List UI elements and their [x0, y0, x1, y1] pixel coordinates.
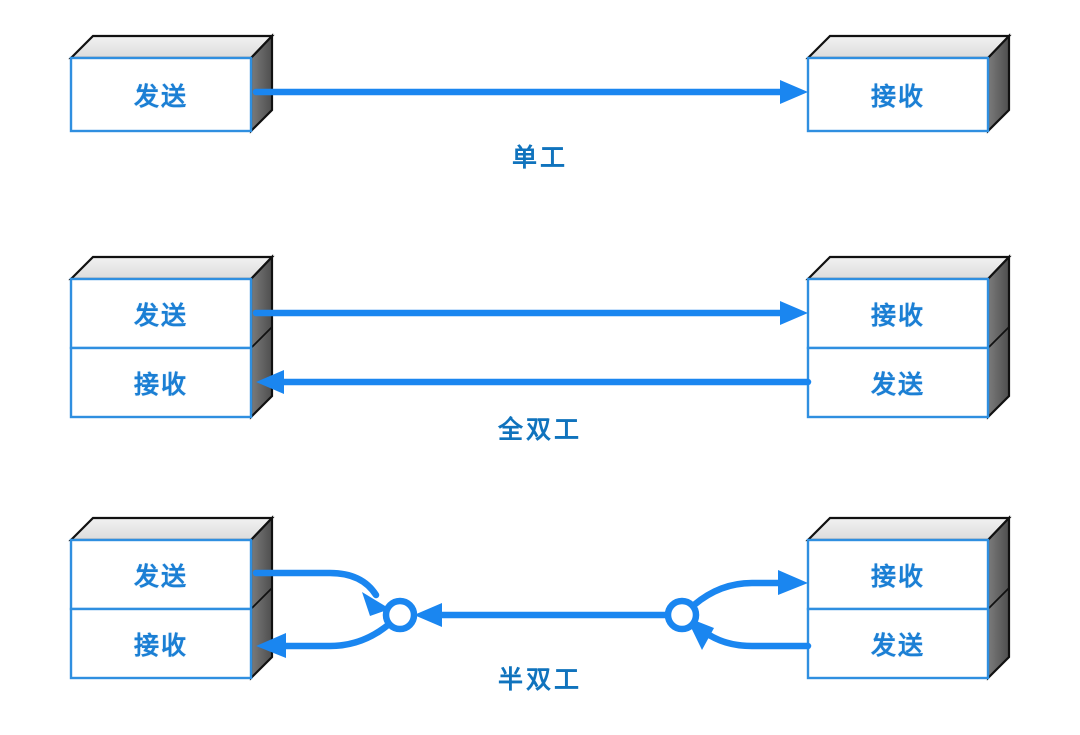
left-junction-circle-icon	[382, 597, 418, 633]
box-top-face	[68, 34, 275, 60]
box-top-face	[68, 516, 275, 542]
half-duplex-left-box	[68, 515, 275, 681]
box-top-face	[805, 516, 1012, 542]
box-side-divider	[250, 326, 273, 349]
box-side-divider	[987, 326, 1010, 349]
simplex-caption: 单工	[511, 143, 568, 172]
box-top-face	[805, 34, 1012, 60]
half-duplex-caption: 半双工	[497, 665, 582, 694]
box-top-face	[805, 255, 1012, 281]
box-top-face	[68, 255, 275, 281]
simplex-right-box	[805, 33, 1012, 134]
full-duplex-caption: 全双工	[497, 415, 582, 444]
box-front-cell-upper	[69, 277, 253, 350]
half-duplex-right-send-link	[686, 617, 812, 650]
full-duplex-section	[68, 254, 1012, 420]
half-duplex-left-receive-link	[256, 621, 392, 658]
half-duplex-section	[68, 515, 1012, 681]
box-front-face	[806, 56, 990, 133]
full-duplex-arrow-forward	[252, 301, 808, 325]
half-duplex-right-receive-link	[690, 570, 808, 609]
simplex-arrow-send-to-receive	[252, 80, 808, 104]
simplex-section	[68, 33, 1012, 134]
half-duplex-trunk-link	[414, 603, 672, 627]
full-duplex-left-box	[68, 254, 275, 420]
simplex-left-box	[68, 33, 275, 134]
half-duplex-left-send-link	[252, 569, 390, 616]
right-junction-circle-icon	[664, 597, 700, 633]
box-front-cell-lower	[806, 346, 990, 419]
box-front-face	[69, 56, 253, 133]
box-side-divider	[250, 587, 273, 610]
box-front-cell-lower	[69, 607, 253, 680]
box-front-cell-lower	[69, 346, 253, 419]
box-front-cell-upper	[69, 538, 253, 611]
box-front-cell-lower	[806, 607, 990, 680]
box-side-divider	[987, 587, 1010, 610]
box-front-cell-upper	[806, 538, 990, 611]
half-duplex-right-box	[805, 515, 1012, 681]
full-duplex-right-box	[805, 254, 1012, 420]
box-front-cell-upper	[806, 277, 990, 350]
full-duplex-arrow-reverse	[256, 370, 812, 394]
